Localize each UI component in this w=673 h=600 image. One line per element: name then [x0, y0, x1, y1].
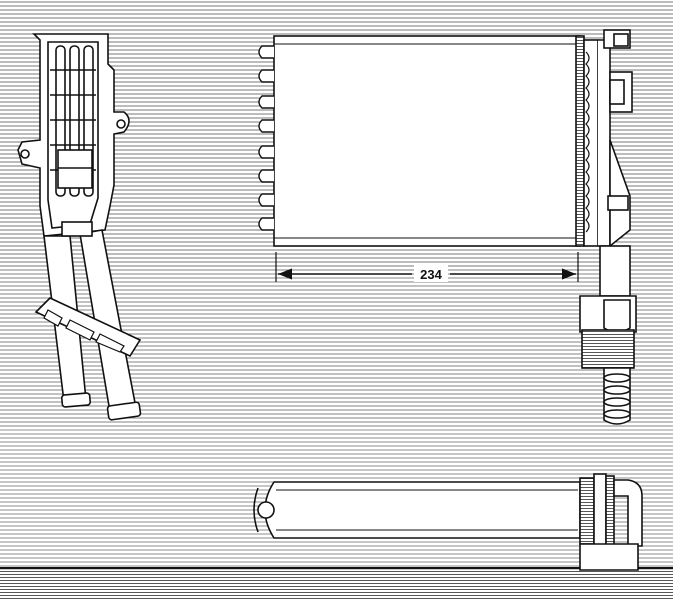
dimension-label: 234: [420, 267, 442, 282]
front-view-core: [258, 29, 633, 248]
outlet-pipe: [579, 245, 637, 425]
dimension-234: 234: [275, 252, 579, 282]
top-view-heater: [253, 473, 643, 571]
tube-stubs: [258, 45, 274, 231]
side-view-heater: [17, 33, 142, 421]
